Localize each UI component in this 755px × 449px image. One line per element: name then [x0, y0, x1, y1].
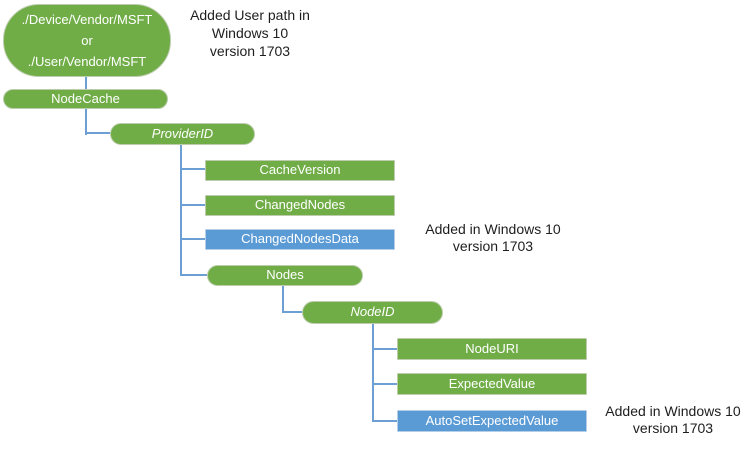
node-autosetexpectedvalue: AutoSetExpectedValue [397, 410, 587, 432]
connector-root-to-nodecache [85, 77, 87, 90]
node-root-path-line1: ./Device/Vendor/MSFT [21, 12, 153, 27]
annotation-changednodesdata-line2: version 1703 [452, 238, 534, 254]
node-root-path: ./Device/Vendor/MSFT or ./User/Vendor/MS… [3, 4, 171, 77]
connector-to-cacheversion [180, 168, 205, 170]
node-changednodesdata-label: ChangedNodesData [241, 231, 359, 247]
node-nodeid: NodeID [302, 301, 443, 324]
node-nodeuri-label: NodeURI [465, 340, 519, 356]
annotation-autosetexpectedvalue-added: Added in Windows 10 version 1703 [597, 403, 749, 437]
node-nodeid-label: NodeID [350, 304, 395, 320]
annotation-autoset-line1: Added in Windows 10 [605, 403, 741, 419]
annotation-autoset-line2: version 1703 [632, 420, 714, 436]
node-cacheversion-label: CacheVersion [259, 162, 341, 178]
annotation-user-path-line2: Windows 10 [211, 25, 289, 41]
node-nodeuri: NodeURI [397, 338, 587, 360]
annotation-changednodesdata-line1: Added in Windows 10 [425, 221, 561, 237]
node-autosetexpectedvalue-label: AutoSetExpectedValue [425, 412, 559, 428]
annotation-user-path-added: Added User path in Windows 10 version 17… [168, 6, 332, 60]
node-expectedvalue-label: ExpectedValue [448, 375, 536, 391]
node-cacheversion: CacheVersion [205, 160, 395, 181]
connector-to-nodes [180, 274, 207, 276]
node-root-path-line2: or [81, 33, 93, 48]
annotation-changednodesdata-added: Added in Windows 10 version 1703 [405, 221, 581, 255]
connector-providerid-trunk [180, 145, 182, 275]
node-changednodesdata: ChangedNodesData [205, 229, 395, 250]
connector-to-providerid [85, 132, 110, 134]
annotation-user-path-line3: version 1703 [209, 43, 291, 59]
connector-to-autosetexpectedvalue [372, 420, 397, 422]
connector-to-nodeuri [372, 348, 397, 350]
connector-nodecache-trunk [85, 109, 87, 135]
node-providerid: ProviderID [110, 123, 255, 145]
annotation-user-path-line1: Added User path in [190, 7, 310, 23]
node-root-path-line3: ./User/Vendor/MSFT [27, 54, 147, 69]
connector-to-expectedvalue [372, 383, 397, 385]
connector-nodeid-trunk [372, 324, 374, 421]
connector-to-changednodes [180, 204, 205, 206]
node-nodecache: NodeCache [3, 89, 168, 109]
connector-to-changednodesdata [180, 238, 205, 240]
node-changednodes: ChangedNodes [205, 195, 395, 216]
node-providerid-label: ProviderID [151, 125, 214, 141]
node-nodes-label: Nodes [266, 267, 304, 283]
connector-to-nodeid [282, 311, 302, 313]
connector-nodes-trunk [282, 286, 284, 313]
node-nodecache-label: NodeCache [51, 90, 120, 106]
node-nodes: Nodes [207, 265, 363, 286]
node-expectedvalue: ExpectedValue [397, 373, 587, 395]
node-changednodes-label: ChangedNodes [254, 197, 346, 213]
